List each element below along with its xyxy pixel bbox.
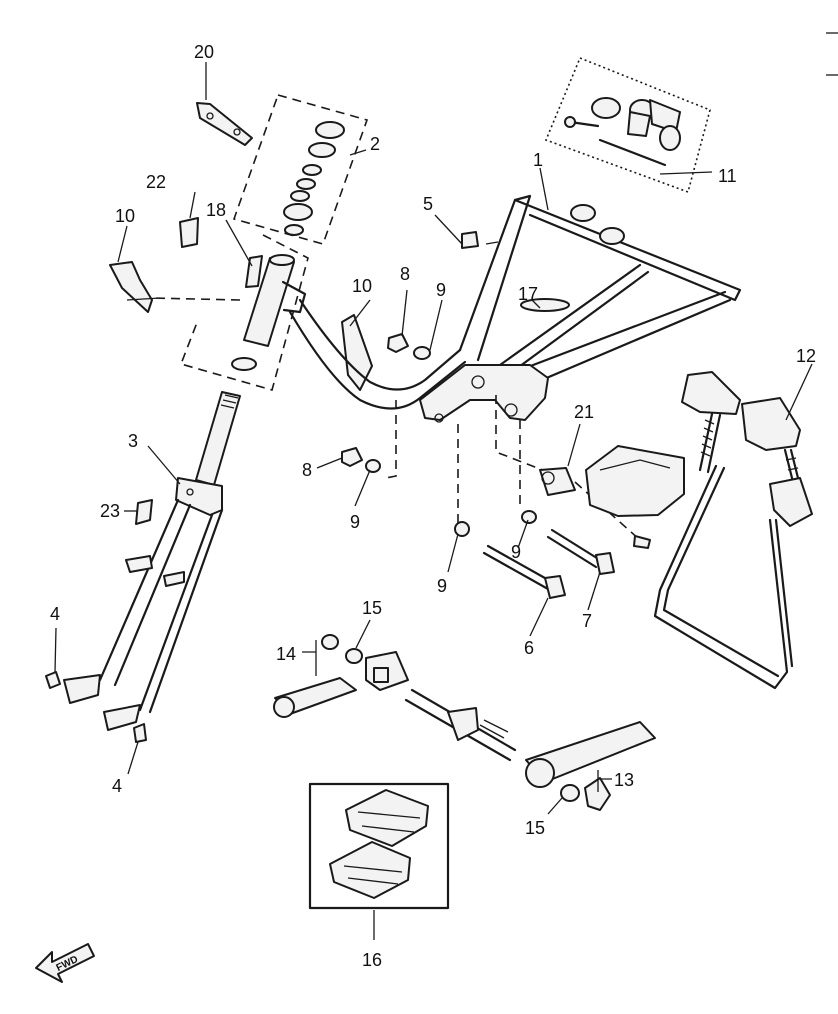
bearing-15-lower bbox=[560, 784, 580, 802]
leader-lines bbox=[54, 62, 813, 940]
head-tube-group bbox=[179, 234, 309, 391]
callout-6: 6 bbox=[524, 638, 534, 658]
callout-4-upper: 4 bbox=[50, 604, 60, 624]
callout-10-left: 10 bbox=[115, 206, 135, 226]
frame-sticker-17 bbox=[520, 298, 570, 312]
label-5 bbox=[461, 231, 479, 249]
nut-8-lower bbox=[341, 447, 363, 467]
callout-5: 5 bbox=[423, 194, 433, 214]
label-23 bbox=[135, 499, 153, 525]
front-fork bbox=[63, 391, 241, 731]
headset-bearing-stack bbox=[283, 121, 345, 236]
hardware-kit-11 bbox=[544, 56, 711, 194]
fwd-badge-text: FWD bbox=[55, 954, 80, 974]
callout-8-upper: 8 bbox=[400, 264, 410, 284]
washer-9-bolt-6 bbox=[454, 521, 470, 537]
cover-10-left bbox=[109, 261, 153, 313]
callout-16: 16 bbox=[362, 950, 382, 970]
bearing-15-upper-a bbox=[321, 634, 339, 650]
callout-13: 13 bbox=[614, 770, 634, 790]
washer-9-bolt-7 bbox=[521, 510, 537, 524]
callout-21: 21 bbox=[574, 402, 594, 422]
callout-9-bolt-7: 9 bbox=[511, 542, 521, 562]
callout-4-lower: 4 bbox=[112, 776, 122, 796]
washer-9-upper bbox=[413, 346, 431, 360]
callout-9-bolt-6: 9 bbox=[437, 576, 447, 596]
callout-20: 20 bbox=[194, 42, 214, 62]
carrier-21 bbox=[539, 445, 685, 549]
callout-2: 2 bbox=[370, 134, 380, 154]
callout-22: 22 bbox=[146, 172, 166, 192]
headset-kit-group bbox=[232, 94, 369, 245]
axle-nut-4-lower bbox=[133, 723, 147, 743]
callout-14: 14 bbox=[276, 644, 296, 664]
crank-13-right bbox=[525, 721, 656, 811]
bolt-7 bbox=[546, 528, 615, 575]
callout-18: 18 bbox=[206, 200, 226, 220]
main-frame bbox=[288, 194, 742, 423]
lower-cup bbox=[231, 357, 257, 371]
callout-7: 7 bbox=[582, 611, 592, 631]
callout-23: 23 bbox=[100, 501, 120, 521]
callout-11: 11 bbox=[718, 166, 737, 186]
callout-17: 17 bbox=[518, 284, 538, 304]
washer-9-lower-left bbox=[365, 459, 381, 473]
callout-1: 1 bbox=[533, 150, 543, 170]
bolt-6 bbox=[482, 544, 566, 599]
bearing-15-upper-b bbox=[345, 648, 363, 664]
bracket-20 bbox=[196, 102, 253, 146]
crank-14-left bbox=[273, 651, 409, 718]
callout-9-upper: 9 bbox=[436, 280, 446, 300]
callout-numbers: 1 2 3 4 4 5 6 7 8 8 9 9 9 9 10 10 11 12 … bbox=[50, 42, 816, 970]
forward-direction-badge: FWD bbox=[35, 943, 95, 983]
alignment-lines bbox=[149, 297, 641, 541]
callout-12: 12 bbox=[796, 346, 816, 366]
callout-3: 3 bbox=[128, 431, 138, 451]
callout-15-lower: 15 bbox=[525, 818, 545, 838]
callout-9-lower-left: 9 bbox=[350, 512, 360, 532]
axle-nut-4-upper bbox=[45, 671, 61, 689]
callout-15-upper: 15 bbox=[362, 598, 382, 618]
nut-8-upper bbox=[387, 333, 409, 353]
kickstand-12 bbox=[653, 371, 813, 690]
label-22 bbox=[179, 217, 199, 248]
callout-10-right: 10 bbox=[352, 276, 372, 296]
crank-spindle bbox=[404, 688, 517, 762]
callout-8-lower: 8 bbox=[302, 460, 312, 480]
pedal-set-16 bbox=[308, 782, 450, 910]
